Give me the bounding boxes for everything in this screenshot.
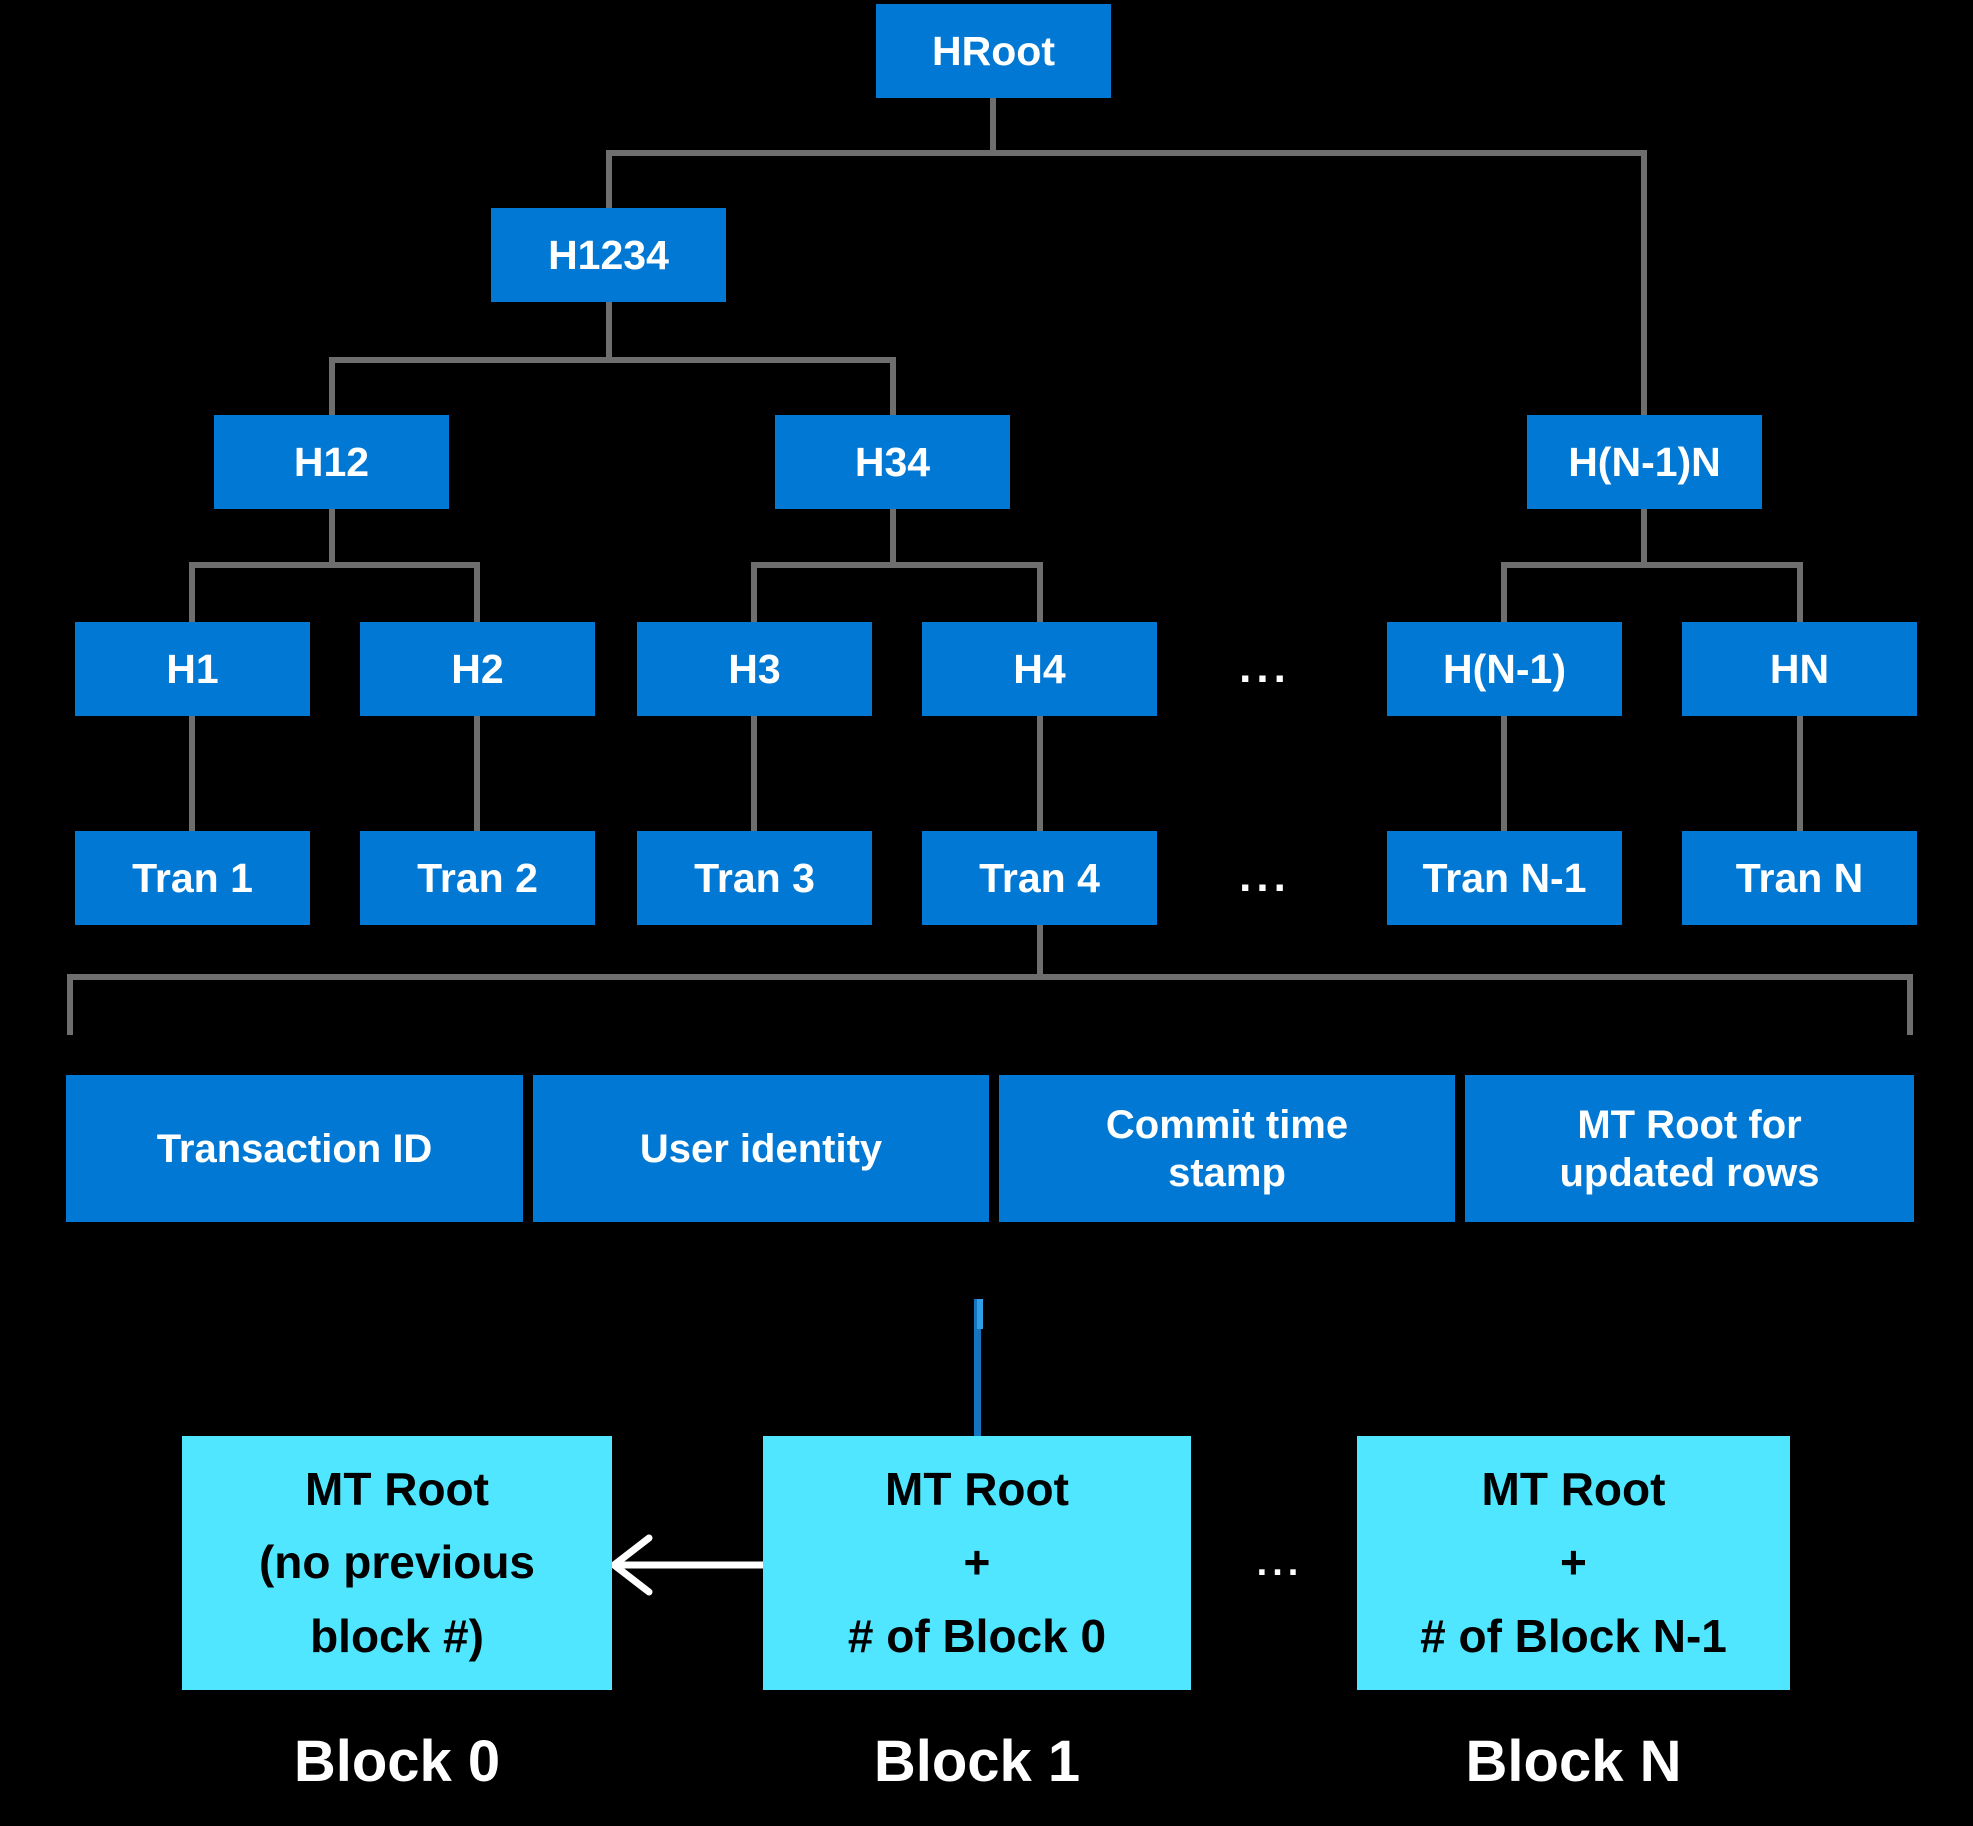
tree-node-h34: H34: [775, 415, 1010, 509]
tree-node-hroot: HRoot: [876, 4, 1111, 98]
tree-node-h1234: H1234: [491, 208, 726, 302]
block-row-ellipsis: ...: [1256, 1542, 1304, 1584]
tree-node-h3: H3: [637, 622, 872, 716]
tran-row-ellipsis: ...: [1239, 852, 1291, 901]
block-label-n: Block N: [1465, 1728, 1682, 1794]
block-box-1: MT Root + # of Block 0: [763, 1436, 1191, 1690]
bar-cell-user-identity: User identity: [533, 1075, 989, 1222]
block-box-n: MT Root + # of Block N-1: [1357, 1436, 1790, 1690]
block-box-0: MT Root (no previous block #): [182, 1436, 612, 1690]
tree-connectors: [67, 98, 1913, 1035]
tran-node-3: Tran 3: [637, 831, 872, 925]
hash-row-ellipsis: ...: [1239, 643, 1291, 692]
tree-node-h4: H4: [922, 622, 1157, 716]
bar-cell-commit-timestamp: Commit time stamp: [999, 1075, 1455, 1222]
tree-node-h1: H1: [75, 622, 310, 716]
block-label-0: Block 0: [293, 1728, 501, 1794]
tree-node-hn: HN: [1682, 622, 1917, 716]
tran-node-n: Tran N: [1682, 831, 1917, 925]
tree-node-h12: H12: [214, 415, 449, 509]
tran-node-n-1: Tran N-1: [1387, 831, 1622, 925]
block-label-1: Block 1: [873, 1728, 1081, 1794]
tree-node-hn-1: H(N-1): [1387, 622, 1622, 716]
tree-node-h2: H2: [360, 622, 595, 716]
tran-node-1: Tran 1: [75, 831, 310, 925]
block1-link-line: [974, 1299, 983, 1436]
tree-node-hn1n: H(N-1)N: [1527, 415, 1762, 509]
bar-cell-mt-root: MT Root for updated rows: [1465, 1075, 1914, 1222]
tran-node-4: Tran 4: [922, 831, 1157, 925]
bar-cell-transaction-id: Transaction ID: [66, 1075, 523, 1222]
previous-block-arrow-icon: [610, 1534, 767, 1596]
tran-node-2: Tran 2: [360, 831, 595, 925]
